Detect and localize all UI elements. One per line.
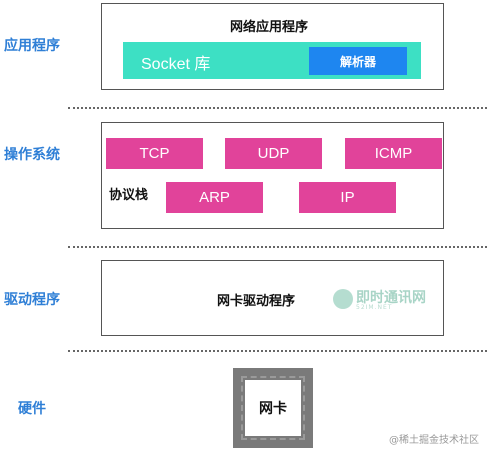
nic-frame: 网卡	[233, 368, 313, 448]
protocol-stack-label: 协议栈	[109, 188, 149, 203]
driver-title: 网卡驱动程序	[217, 294, 296, 309]
protocol-udp: UDP	[225, 138, 322, 169]
divider-2	[68, 246, 487, 248]
layer-label-driver: 驱动程序	[4, 292, 60, 308]
application-box: 网络应用程序 Socket 库 解析器	[101, 3, 444, 90]
protocol-tcp: TCP	[106, 138, 203, 169]
protocol-ip: IP	[299, 182, 396, 213]
watermark-text: 即时通讯网	[356, 290, 426, 306]
os-box: TCP UDP ICMP 协议栈 ARP IP	[101, 122, 444, 229]
watermark-subtext: 52IM.NET	[356, 304, 393, 311]
application-title: 网络应用程序	[230, 20, 309, 35]
socket-library-block: Socket 库 解析器	[123, 42, 421, 79]
watermark-logo-icon	[333, 289, 353, 309]
driver-box: 网卡驱动程序	[101, 260, 444, 336]
layer-label-application: 应用程序	[4, 38, 60, 54]
layer-label-hardware: 硬件	[18, 401, 46, 417]
divider-3	[68, 350, 487, 352]
footer-credit: @稀土掘金技术社区	[389, 435, 479, 446]
protocol-arp: ARP	[166, 182, 263, 213]
divider-1	[68, 107, 487, 109]
protocol-icmp: ICMP	[345, 138, 442, 169]
nic-label: 网卡	[241, 376, 305, 440]
parser-block: 解析器	[309, 47, 407, 75]
layer-label-os: 操作系统	[4, 147, 60, 163]
socket-library-label: Socket 库	[141, 56, 211, 73]
